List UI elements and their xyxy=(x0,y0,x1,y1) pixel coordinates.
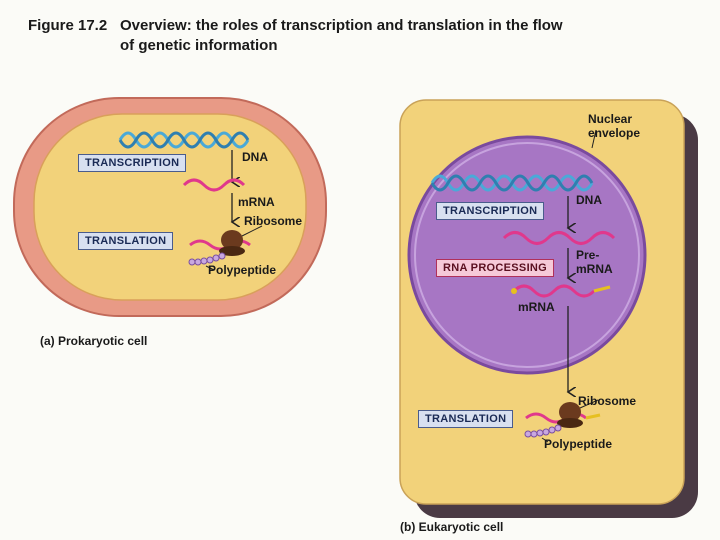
eukaryotic-ribosome-small-subunit xyxy=(557,418,583,428)
figure-number: Figure 17.2 xyxy=(28,17,108,34)
euk-mrna-label: mRNA xyxy=(518,300,555,314)
prokaryotic-mrna xyxy=(182,178,246,192)
euk-polypeptide-label: Polypeptide xyxy=(544,437,613,451)
prokaryotic-dna-helix xyxy=(118,131,250,149)
euk-pre-mrna-label-2: mRNA xyxy=(576,262,613,276)
prok-ribosome-leader xyxy=(241,225,263,237)
prok-ribosome-label: Ribosome xyxy=(244,214,303,228)
prok-dna-label: DNA xyxy=(242,150,268,164)
euk-ribosome-leader xyxy=(579,399,599,409)
nucleus xyxy=(407,135,647,375)
euk-ribosome-label: Ribosome xyxy=(578,394,637,408)
mrna-cap xyxy=(511,288,517,294)
figure-title-line2: of genetic information xyxy=(120,37,278,54)
prok-mrna-label: mRNA xyxy=(238,195,275,209)
figure-title-line1: Overview: the roles of transcription and… xyxy=(120,17,563,34)
euk-pre-mrna-label-1: Pre- xyxy=(576,248,600,262)
figure-title: Figure 17.2 Overview: the roles of transc… xyxy=(28,16,668,56)
nuclear-envelope-label-1: Nuclear xyxy=(588,112,633,126)
eukaryotic-pre-mrna xyxy=(502,231,616,245)
euk-polypeptide-leader xyxy=(541,437,549,443)
mrna-poly-a-tail xyxy=(593,285,611,293)
euk-caption: (b) Eukaryotic cell xyxy=(400,520,504,534)
eukaryotic-mrna xyxy=(512,284,596,298)
prok-polypeptide-label: Polypeptide xyxy=(208,263,277,277)
prok-polypeptide-leader xyxy=(205,265,215,271)
nuclear-envelope-inner xyxy=(414,142,640,368)
euk-translation-box: Translation xyxy=(418,410,514,428)
prok-translation-box: Translation xyxy=(78,232,174,250)
eukaryotic-mrna-tail xyxy=(585,413,601,420)
eukaryotic-ribosome xyxy=(559,402,581,422)
prokaryotic-ribosome xyxy=(221,230,243,250)
prokaryotic-ribosome-small-subunit xyxy=(219,246,245,256)
nuclear-envelope-leader xyxy=(591,129,597,149)
euk-rna-processing-box: RNA processing xyxy=(436,259,555,277)
euk-transcription-box: Transcription xyxy=(436,202,545,220)
prok-caption: (a) Prokaryotic cell xyxy=(40,334,148,348)
eukaryotic-dna-helix xyxy=(430,174,594,192)
nuclear-envelope-label-2: envelope xyxy=(588,126,641,140)
euk-dna-label: DNA xyxy=(576,193,602,207)
eukaryotic-polypeptide xyxy=(524,424,562,438)
prok-transcription-box: Transcription xyxy=(78,154,187,172)
prokaryotic-polypeptide xyxy=(188,252,226,266)
